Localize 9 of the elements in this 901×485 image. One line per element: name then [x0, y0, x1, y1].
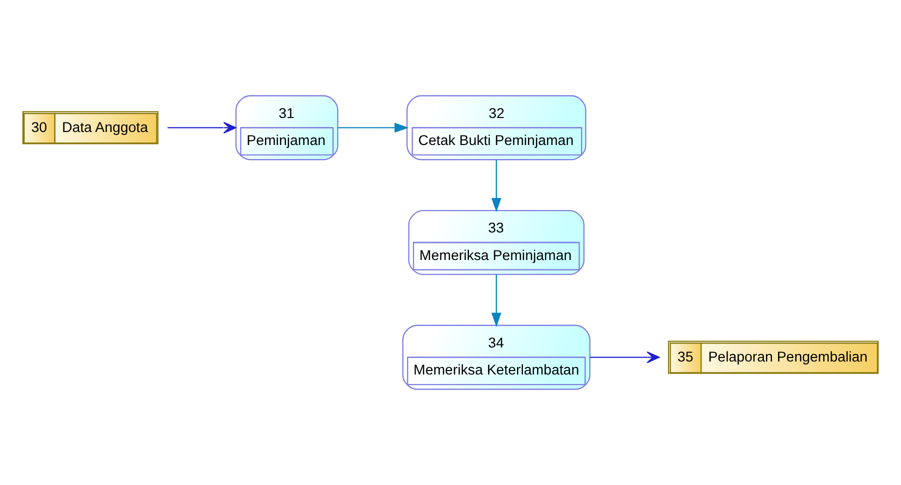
arrow — [491, 160, 502, 212]
arrow — [491, 274, 502, 327]
arrow — [338, 122, 409, 133]
node-box: 34 Memeriksa Keterlambatan — [402, 324, 590, 390]
node-box: 33 Memeriksa Peminjaman — [408, 210, 585, 276]
arrow — [590, 351, 660, 364]
node-box: 32 Cetak Bukti Peminjaman — [406, 95, 586, 160]
arrow — [168, 122, 236, 134]
node-box: 31 Peminjaman — [235, 95, 338, 160]
